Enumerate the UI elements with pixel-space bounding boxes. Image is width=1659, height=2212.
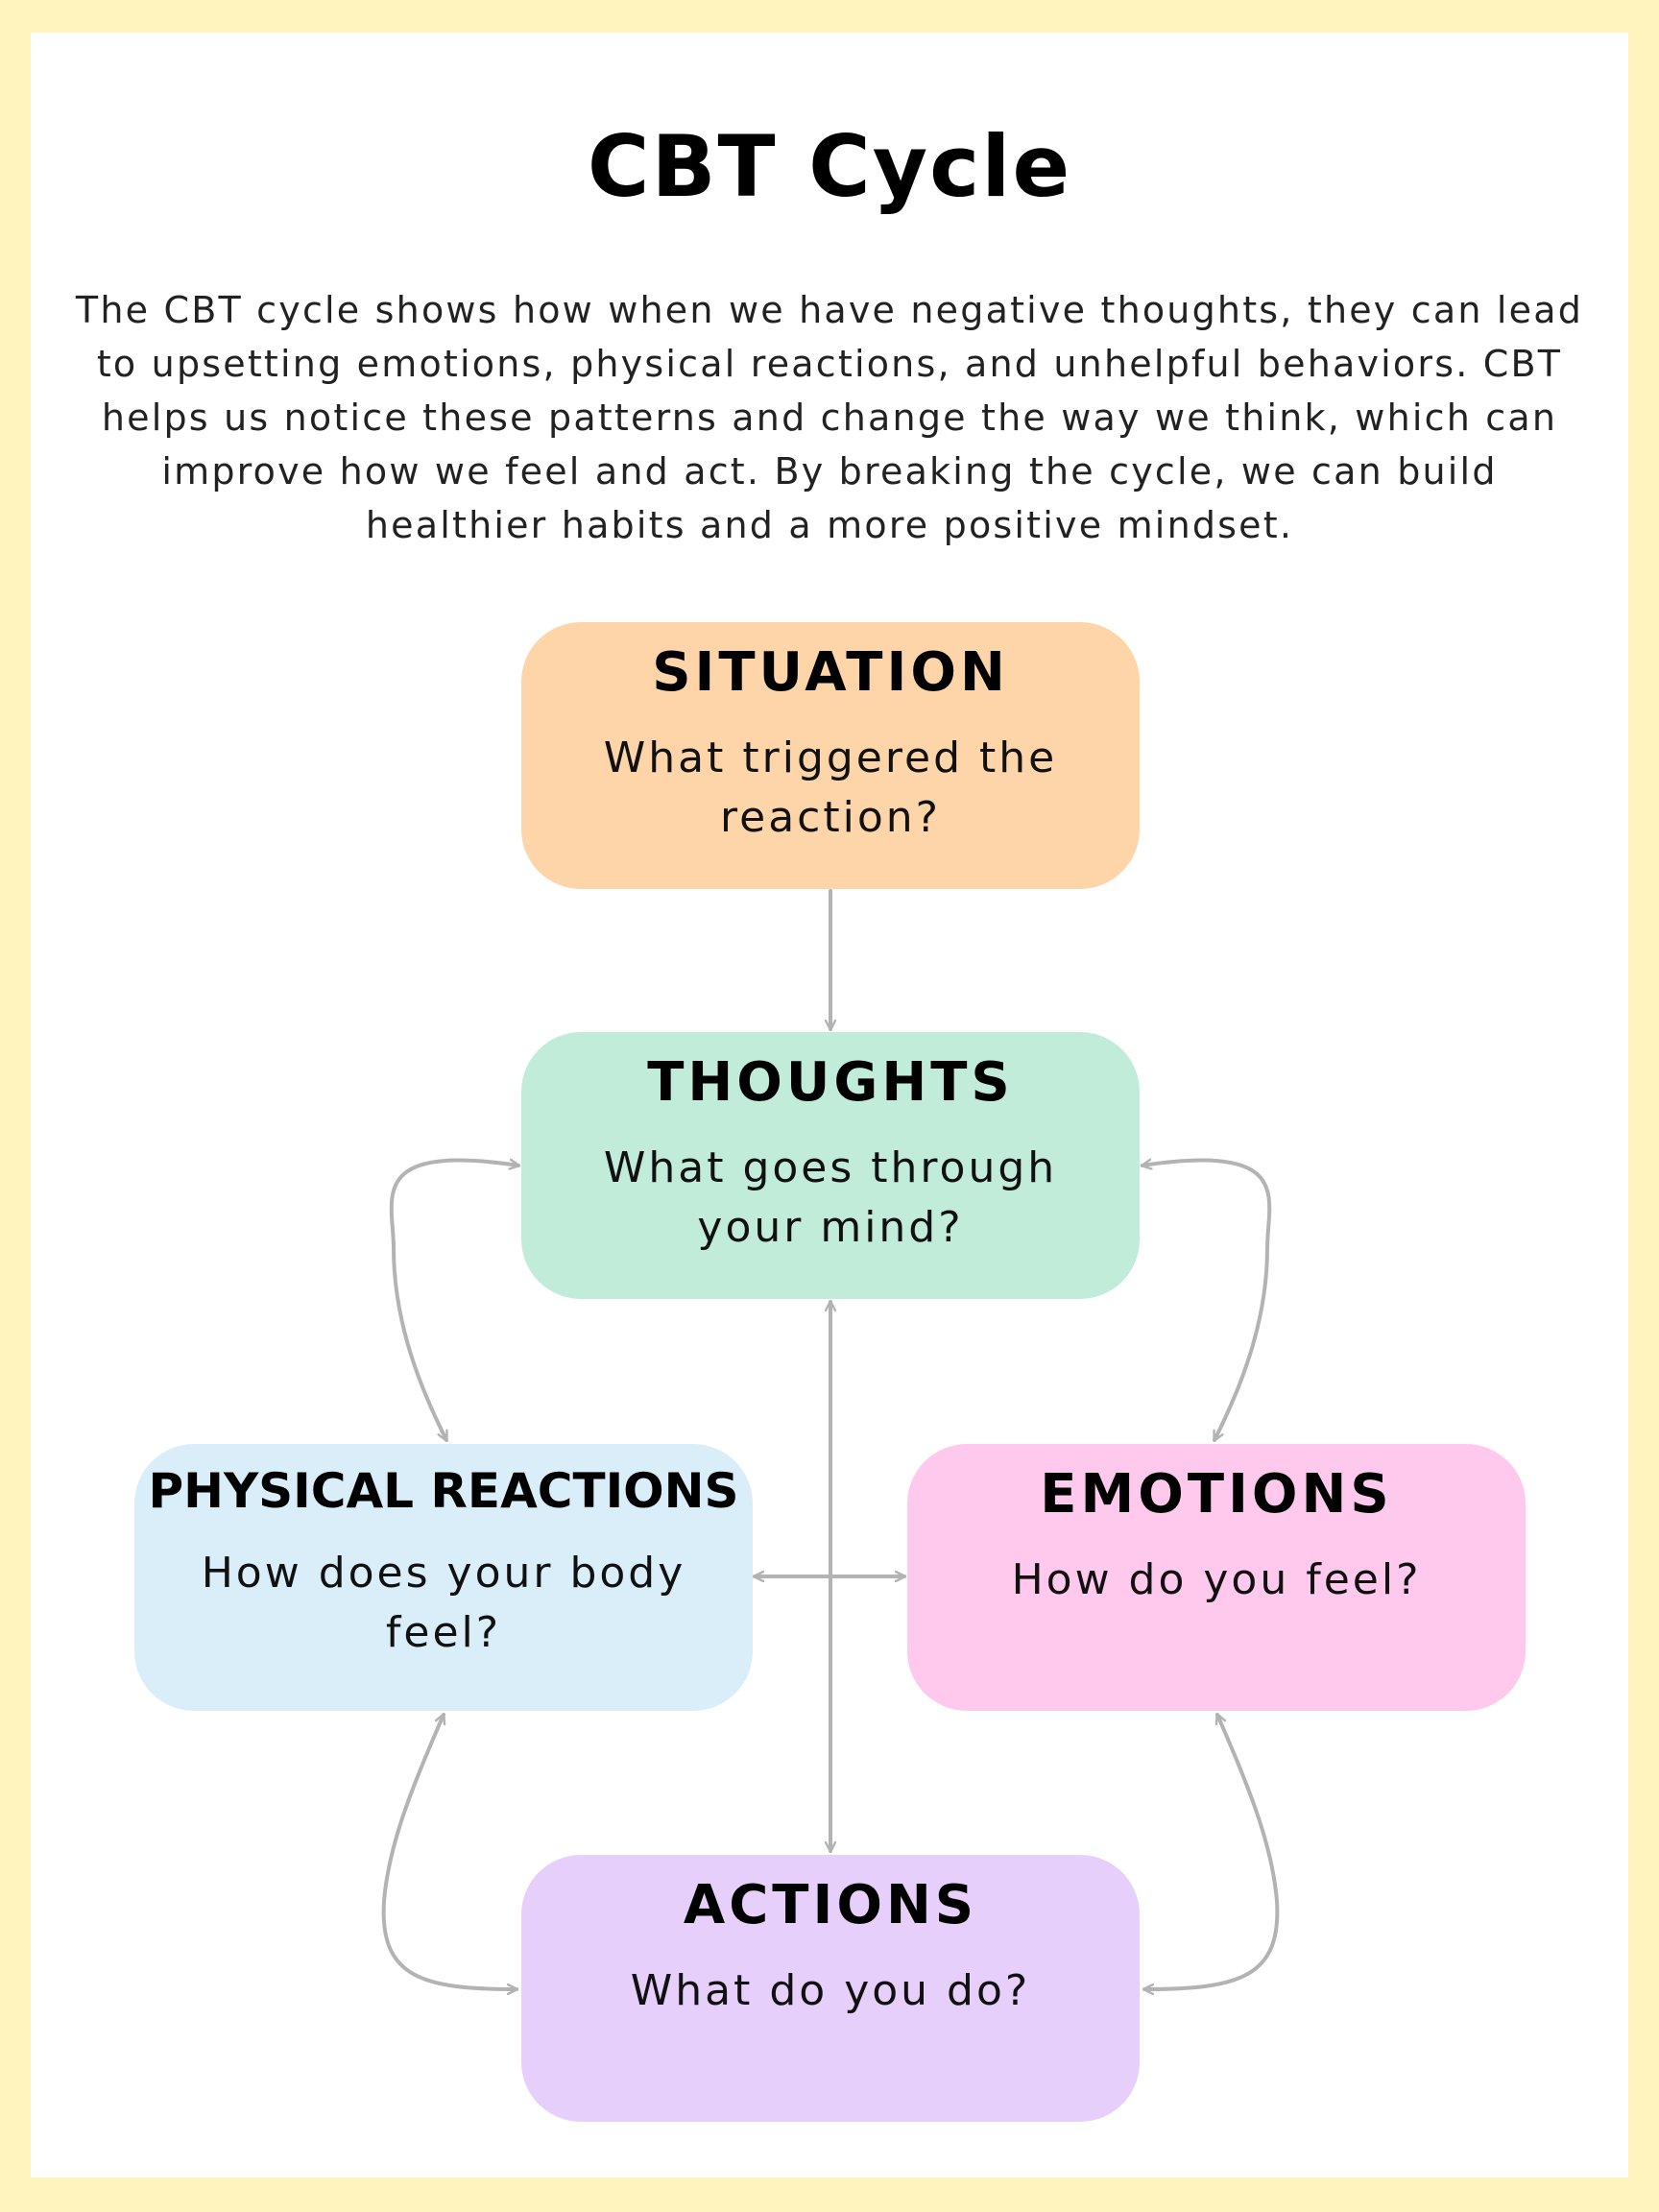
arrow-thoughts-physical (389, 1161, 518, 1440)
situation-question: What triggered the reaction? (603, 733, 1058, 842)
emotions-question: How do you feel? (1011, 1555, 1422, 1604)
physical-reactions-question: How does your body feel? (201, 1549, 686, 1657)
actions-question: What do you do? (630, 1966, 1031, 2015)
actions-node: ACTIONS What do you do? (521, 1855, 1140, 2122)
intro-paragraph: The CBT cycle shows how when we have neg… (75, 289, 1584, 546)
thoughts-node: THOUGHTS What goes through your mind? (521, 1032, 1140, 1299)
situation-label: SITUATION (652, 641, 1009, 704)
physical-reactions-label: PHYSICAL REACTIONS (148, 1463, 739, 1519)
emotions-label: EMOTIONS (1040, 1463, 1393, 1526)
arrow-thoughts-emotions (1142, 1161, 1272, 1440)
emotions-node: EMOTIONS How do you feel? (907, 1444, 1526, 1711)
page-title: CBT Cycle (587, 117, 1072, 216)
arrow-emotions-actions (1144, 1715, 1280, 1989)
actions-label: ACTIONS (683, 1874, 978, 1936)
physical-reactions-node: PHYSICAL REACTIONS How does your body fe… (134, 1444, 753, 1711)
arrow-physical-actions (381, 1715, 517, 1989)
thoughts-label: THOUGHTS (647, 1051, 1014, 1114)
situation-node: SITUATION What triggered the reaction? (521, 622, 1140, 889)
thoughts-question: What goes through your mind? (603, 1143, 1058, 1252)
